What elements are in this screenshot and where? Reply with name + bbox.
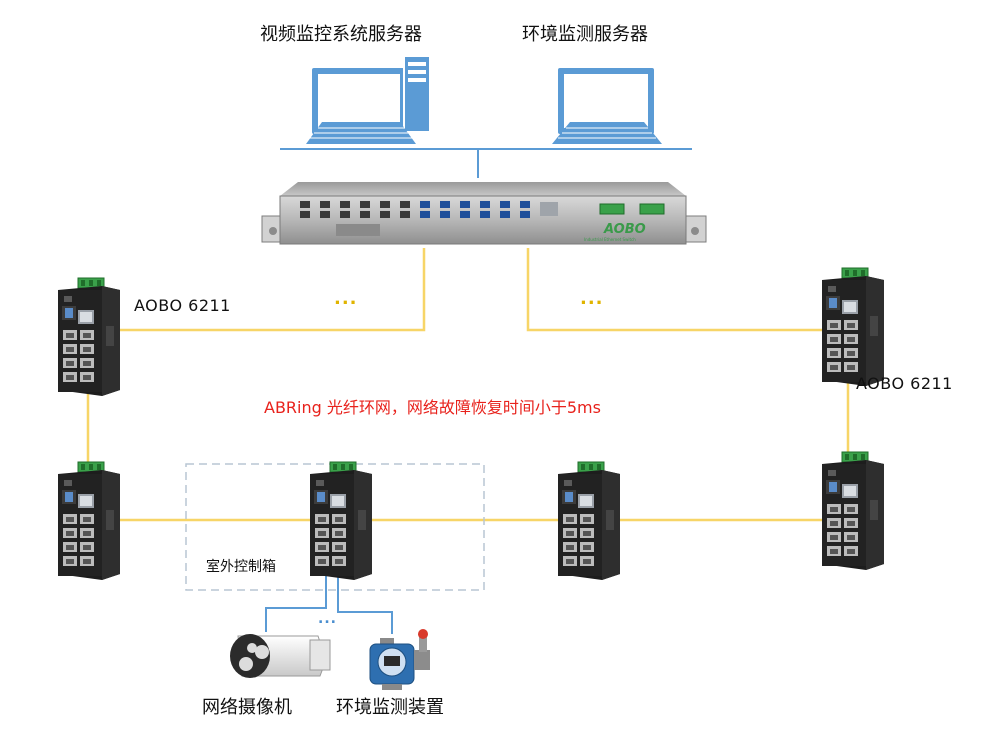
industrial-switch-outdoor bbox=[309, 461, 373, 581]
rack-brand-logo: AOBO bbox=[603, 222, 646, 237]
outdoor-box-label: 室外控制箱 bbox=[206, 559, 276, 575]
industrial-switch-top-left bbox=[57, 277, 121, 397]
industrial-switch-bottom-right bbox=[821, 451, 885, 571]
network-camera-icon bbox=[230, 634, 331, 678]
env-server-computer-icon bbox=[552, 68, 662, 144]
ellipsis-devices: ... bbox=[318, 611, 337, 627]
rack-switch: AOBO Industrial Ethernet Switch bbox=[261, 182, 707, 245]
industrial-switch-top-right bbox=[821, 267, 885, 387]
industrial-switch-bottom-mid bbox=[557, 461, 621, 581]
env-server-label: 环境监测服务器 bbox=[522, 24, 648, 45]
camera-link bbox=[265, 576, 327, 632]
fiber-ring-links bbox=[86, 248, 850, 522]
field-device-links bbox=[265, 576, 393, 634]
video-server-computer-icon bbox=[306, 55, 431, 144]
env-device-label: 环境监测装置 bbox=[336, 697, 444, 718]
server-lan-links bbox=[280, 148, 692, 178]
camera-label: 网络摄像机 bbox=[202, 697, 292, 718]
switch-model-label-left: AOBO 6211 bbox=[134, 296, 231, 315]
video-server-label: 视频监控系统服务器 bbox=[260, 24, 422, 45]
rack-brand-sub: Industrial Ethernet Switch bbox=[584, 237, 636, 242]
industrial-switch-bottom-left bbox=[57, 461, 121, 581]
env-monitor-device-icon bbox=[369, 629, 430, 690]
env-device-link bbox=[337, 576, 393, 634]
fiber-link-left-trunk bbox=[120, 248, 426, 332]
ring-recovery-note: ABRing 光纤环网，网络故障恢复时间小于5ms bbox=[264, 398, 601, 417]
fiber-link-right-trunk bbox=[526, 248, 824, 332]
switch-model-label-right: AOBO 6211 bbox=[856, 374, 953, 393]
ellipsis-right: ... bbox=[580, 288, 604, 309]
ellipsis-left: ... bbox=[334, 288, 358, 309]
